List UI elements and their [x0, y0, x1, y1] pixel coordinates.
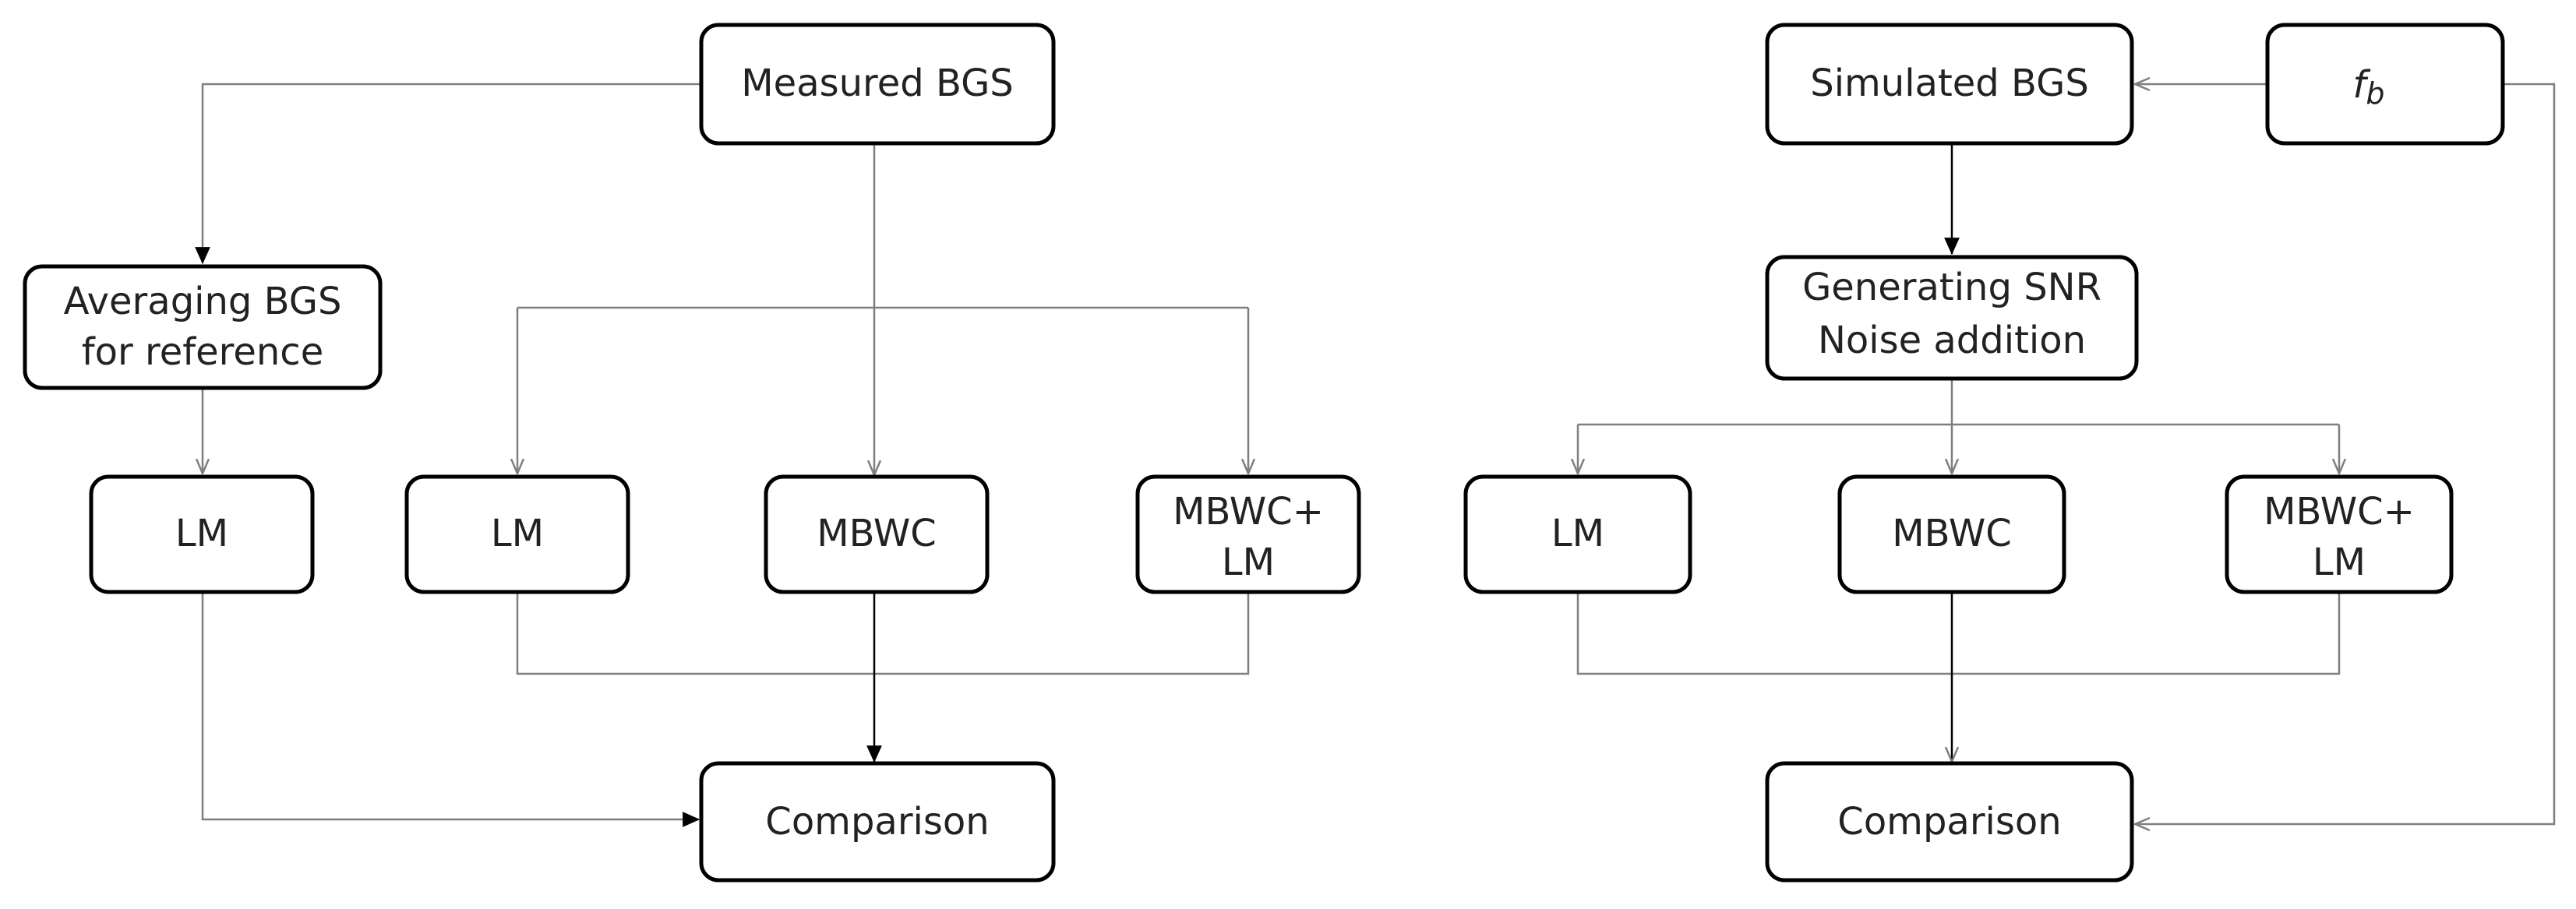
- edge-lmref-to-comparison: [201, 594, 700, 827]
- node-lm-right: LM: [1463, 474, 1692, 594]
- node-measured-bgs: Measured BGS: [699, 23, 1056, 146]
- edge-measured-to-averaging: [195, 83, 701, 265]
- comparison-left-label: Comparison: [765, 800, 989, 844]
- mbwc-lm-right-line1: MBWC+: [2264, 490, 2415, 534]
- averaging-label-line1: Averaging BGS: [64, 280, 342, 323]
- comparison-right-label: Comparison: [1837, 800, 2061, 844]
- mbwc-right-label: MBWC: [1892, 512, 2012, 555]
- node-lm-left: LM: [404, 474, 630, 594]
- node-comparison-right: Comparison: [1765, 761, 2134, 883]
- mbwc-left-label: MBWC: [817, 512, 937, 555]
- mbwc-lm-left-line1: MBWC+: [1173, 490, 1324, 534]
- edge-lm-down: [516, 594, 1250, 675]
- node-mbwc-lm-right: MBWC+ LM: [2225, 474, 2454, 594]
- noise-label-line1: Generating SNR: [1802, 266, 2101, 309]
- node-mbwc-left: MBWC: [764, 474, 990, 594]
- fb-sub: b: [2366, 76, 2384, 111]
- edge-merge-right: [1576, 594, 2341, 675]
- mbwc-lm-left-line2: LM: [1222, 541, 1275, 584]
- lm-left-label: LM: [491, 512, 544, 555]
- node-fb: fb: [2265, 23, 2505, 146]
- node-averaging-bgs: Averaging BGS for reference: [23, 264, 383, 390]
- edge-fb-to-comparison: [2135, 83, 2556, 824]
- right-edges: [1576, 83, 2556, 824]
- averaging-label-line2: for reference: [82, 330, 323, 374]
- node-noise-addition: Generating SNR Noise addition: [1765, 255, 2139, 381]
- lm-right-label: LM: [1551, 512, 1604, 555]
- node-simulated-bgs: Simulated BGS: [1765, 23, 2134, 146]
- simulated-bgs-label: Simulated BGS: [1810, 62, 2089, 105]
- node-mbwc-lm-left: MBWC+ LM: [1135, 474, 1361, 594]
- left-edges: [195, 83, 1250, 827]
- node-lm-reference: LM: [89, 474, 315, 594]
- node-comparison-left: Comparison: [699, 761, 1056, 883]
- noise-label-line2: Noise addition: [1818, 319, 2086, 362]
- lm-reference-label: LM: [175, 512, 228, 555]
- node-mbwc-right: MBWC: [1837, 474, 2066, 594]
- mbwc-lm-right-line2: LM: [2313, 541, 2366, 584]
- measured-bgs-label: Measured BGS: [741, 62, 1013, 105]
